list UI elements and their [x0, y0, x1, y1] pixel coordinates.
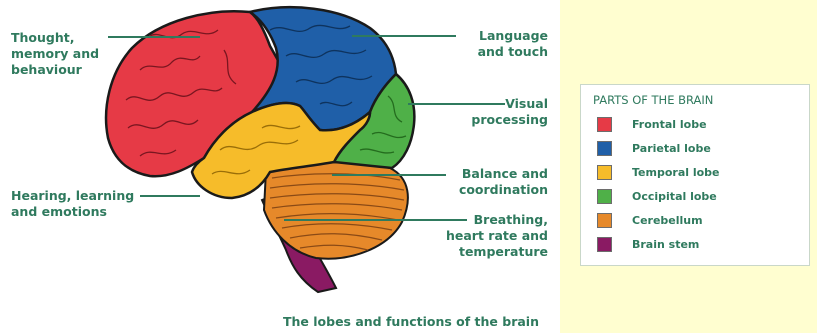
label-breathing: Breathing, heart rate and temperature [446, 212, 548, 260]
legend-box: PARTS OF THE BRAIN Frontal lobe Parietal… [580, 84, 810, 266]
legend-label: Frontal lobe [632, 118, 707, 131]
legend-swatch [597, 237, 612, 252]
label-balance: Balance and coordination [459, 166, 548, 198]
legend-swatch [597, 189, 612, 204]
legend-label: Occipital lobe [632, 190, 717, 203]
legend-item-brain-stem: Brain stem [597, 235, 699, 253]
diagram-panel: Thought, memory and behaviour Hearing, l… [0, 0, 560, 333]
legend-item-temporal: Temporal lobe [597, 163, 720, 181]
diagram-caption: The lobes and functions of the brain [283, 314, 539, 329]
legend-title: PARTS OF THE BRAIN [593, 93, 713, 107]
legend-label: Temporal lobe [632, 166, 720, 179]
label-thought: Thought, memory and behaviour [11, 30, 99, 78]
legend-label: Cerebellum [632, 214, 703, 227]
legend-item-frontal: Frontal lobe [597, 115, 707, 133]
legend-item-occipital: Occipital lobe [597, 187, 717, 205]
legend-swatch [597, 213, 612, 228]
legend-label: Parietal lobe [632, 142, 711, 155]
legend-item-cerebellum: Cerebellum [597, 211, 703, 229]
legend-item-parietal: Parietal lobe [597, 139, 711, 157]
label-language: Language and touch [478, 28, 548, 60]
legend-swatch [597, 165, 612, 180]
legend-label: Brain stem [632, 238, 699, 251]
label-visual: Visual processing [471, 96, 548, 128]
legend-swatch [597, 117, 612, 132]
legend-swatch [597, 141, 612, 156]
label-hearing: Hearing, learning and emotions [11, 188, 134, 220]
